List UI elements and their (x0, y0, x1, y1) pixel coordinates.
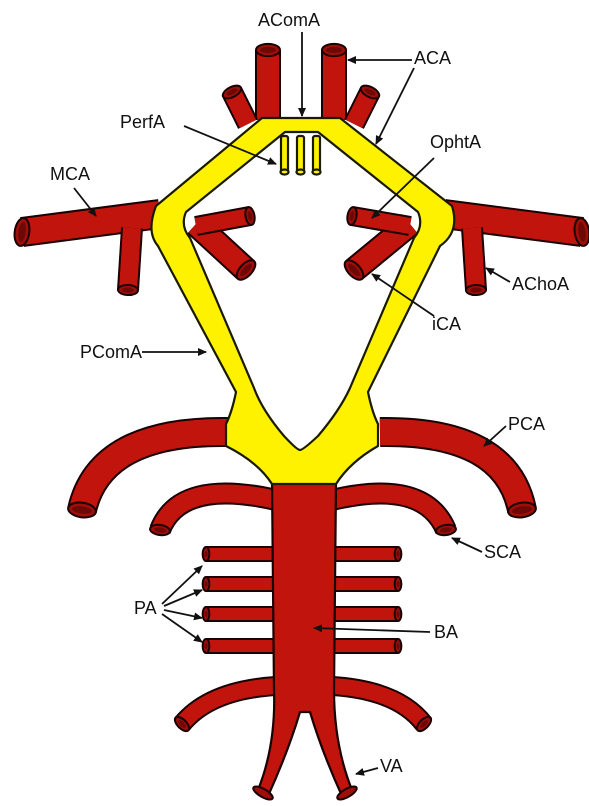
label-sca: SCA (484, 542, 521, 562)
artery-aca-right-main (322, 44, 346, 120)
label-achoa: AChoA (512, 274, 569, 294)
label-acoma: AComA (258, 10, 320, 30)
artery-aica-left (172, 686, 276, 734)
artery-pa-left-3 (203, 607, 274, 621)
artery-ica-left-b (196, 206, 256, 226)
artery-pa-left-4 (203, 639, 274, 653)
perforating-arteries (281, 136, 321, 175)
artery-aca-left-main (256, 44, 280, 120)
artery-achoa-right (466, 228, 486, 295)
artery-aca-right-side (354, 83, 381, 124)
artery-pa-left-1 (203, 547, 274, 561)
artery-pa-right-4 (334, 639, 401, 653)
label-ica: iCA (432, 314, 461, 334)
label-pa: PA (134, 598, 157, 618)
label-perfa: PerfA (120, 112, 165, 132)
label-pca: PCA (508, 414, 545, 434)
artery-aca-left-side (221, 83, 248, 124)
artery-pa-left-2 (203, 577, 274, 591)
artery-aica-right (332, 686, 434, 734)
label-aca: ACA (414, 48, 451, 68)
artery-sca-left (149, 493, 276, 536)
label-pcoma: PComA (80, 342, 142, 362)
label-va: VA (380, 756, 403, 776)
artery-pa-right-1 (334, 547, 401, 561)
artery-mca-left-branch (118, 228, 138, 295)
artery-ica-right-b (346, 206, 410, 226)
artery-pa-right-2 (334, 577, 401, 591)
label-mca: MCA (50, 164, 90, 184)
artery-sca-right (332, 493, 457, 536)
artery-pa-right-3 (334, 607, 401, 621)
label-ophta: OphtA (430, 132, 481, 152)
label-ba: BA (434, 622, 458, 642)
